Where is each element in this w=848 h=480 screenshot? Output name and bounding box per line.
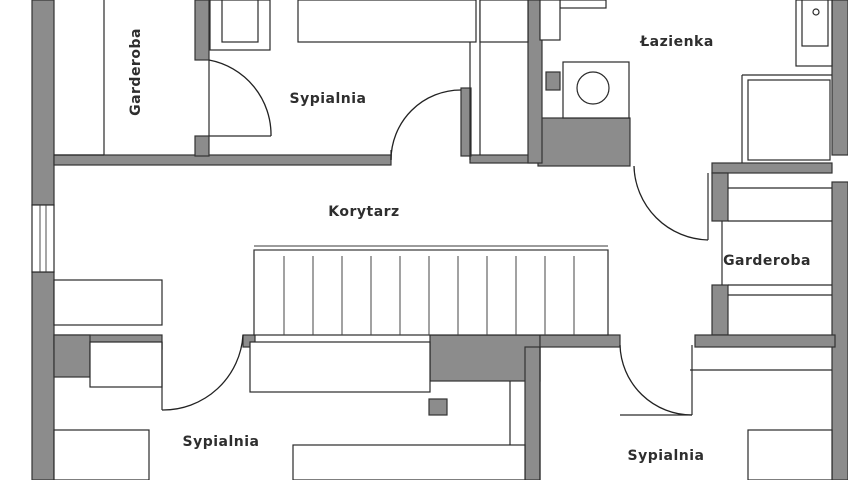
furniture <box>53 0 833 480</box>
shower-tray <box>747 79 831 161</box>
wall-right-garderoba-top <box>711 172 729 222</box>
dresser-top-right <box>479 0 529 43</box>
label-garderoba-left: Garderoba <box>128 28 144 116</box>
wall-right-bedroom-top <box>694 334 836 348</box>
wall-bed-bath <box>527 0 543 164</box>
wall-right-garderoba-bottom <box>711 284 729 336</box>
nightstand-inner <box>221 0 259 43</box>
label-sypialnia-top: Sypialnia <box>290 91 367 107</box>
bed-top <box>297 0 477 43</box>
label-sypialnia-bottom-left: Sypialnia <box>183 434 260 450</box>
wall-corridor-top-left <box>53 154 392 166</box>
window-left <box>31 204 55 273</box>
washing-machine-drum <box>576 71 610 105</box>
washing-machine <box>562 61 630 119</box>
cabinet-right-small <box>539 0 561 41</box>
door-stop-1 <box>460 87 472 157</box>
bed-lower-right <box>747 429 833 480</box>
stair-steps <box>283 256 575 335</box>
nightstand-lower-left <box>53 429 150 480</box>
stair-outline <box>253 249 609 336</box>
doors <box>161 59 723 416</box>
label-garderoba-right: Garderoba <box>723 253 811 269</box>
bathroom-cabinet <box>559 0 607 9</box>
wall-lower-mid-block <box>429 334 541 382</box>
sink-drain <box>812 8 820 16</box>
cabinet-lower-left-2 <box>89 341 163 388</box>
column-small <box>428 398 448 416</box>
sink-basin <box>801 0 829 47</box>
wall-right-corr-top <box>711 162 833 174</box>
wall-bathroom-bottom <box>537 117 631 167</box>
cabinet-lower-left <box>53 279 163 326</box>
wall-wardrobe-bed <box>194 0 210 61</box>
wall-right-lower <box>831 181 848 480</box>
walls <box>31 0 848 480</box>
staircase <box>253 245 609 336</box>
wall-right-vert-top <box>831 0 848 156</box>
label-lazienka: Łazienka <box>639 34 714 50</box>
bed-lower-left <box>292 444 526 480</box>
wall-left-outer <box>31 0 55 206</box>
room-labels: Garderoba Sypialnia Łazienka Korytarz Ga… <box>128 28 811 464</box>
label-korytarz: Korytarz <box>328 204 399 220</box>
wall-left-outer-lower <box>31 271 55 480</box>
label-sypialnia-bottom-right: Sypialnia <box>628 448 705 464</box>
wall-lower-mid-right <box>539 334 621 348</box>
wall-lower-left-top2 <box>53 334 91 378</box>
wall-lower-vertical <box>524 346 541 480</box>
partitions <box>54 0 832 480</box>
desk-lower <box>249 341 431 393</box>
door-stop-2 <box>545 71 561 91</box>
wall-wardrobe-bed-low <box>194 135 210 157</box>
